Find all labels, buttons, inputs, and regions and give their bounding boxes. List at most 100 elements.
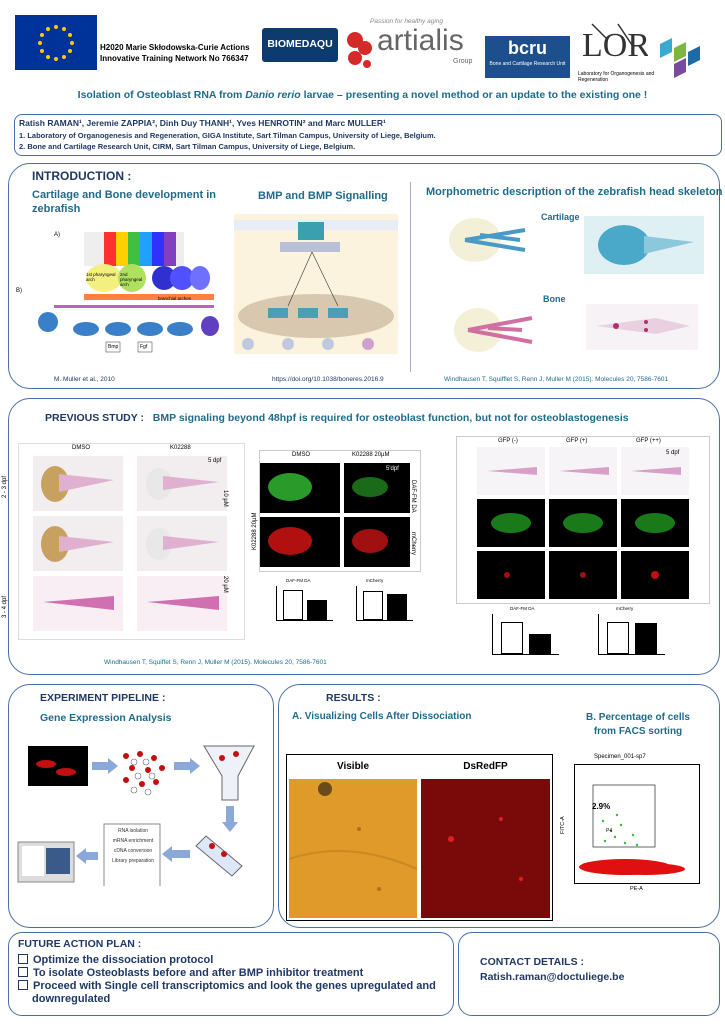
facs-ylabel: FITC-A bbox=[560, 816, 566, 834]
bcru-logo: bcru Bone and Cartilage Research Unit bbox=[485, 36, 570, 78]
affiliation-1: 1. Laboratory of Organogenesis and Regen… bbox=[19, 131, 436, 140]
dsred-image bbox=[421, 779, 550, 918]
dsred-header: DsRedFP bbox=[419, 755, 552, 777]
p3-chart-mcherry: mCherry bbox=[584, 606, 674, 664]
p2-chart-daf: DAF-FM DA bbox=[266, 578, 336, 626]
cartilage-diagram bbox=[445, 210, 535, 272]
svg-text:LOR: LOR bbox=[582, 27, 648, 64]
intro-cite1: M. Muller et al., 2010 bbox=[54, 376, 115, 383]
bone-diagram bbox=[448, 300, 540, 360]
lor-mark-icon: LOR bbox=[582, 23, 650, 64]
p2-mcherry-label: mCherry bbox=[410, 532, 416, 556]
dsred-micrograph bbox=[448, 817, 523, 881]
programme-line2: Innovative Training Network No 766347 bbox=[100, 54, 249, 63]
facs-title: Specimen_001-sp7 bbox=[594, 754, 646, 760]
p3-chart2-title: mCherry bbox=[616, 606, 634, 611]
eu-flag-logo bbox=[15, 15, 97, 70]
pipeline-step-3: cDNA conversion bbox=[113, 848, 153, 854]
biomedaqu-logo: BIOMEDAQU bbox=[262, 28, 338, 62]
visible-label: Visible bbox=[336, 761, 370, 772]
artialis-tagline: Passion for healthy aging bbox=[370, 18, 443, 25]
p1-row1-label: 2 - 3 dpf bbox=[2, 475, 8, 498]
p1-k-label: K02288 bbox=[170, 445, 191, 451]
artialis-wordmark: artialis bbox=[377, 24, 464, 57]
intro-cite3: Windhausen T, Squifflet S, Renn J, Mulle… bbox=[444, 376, 669, 383]
lor-logo: LOR Laboratory for Organogenesis and Reg… bbox=[578, 18, 658, 83]
programme-text: H2020 Marie Skłodowska-Curie Actions Inn… bbox=[100, 42, 250, 64]
contact-email[interactable]: Ratish.raman@doctuliege.be bbox=[480, 971, 625, 983]
p3-gfp2-label: GFP (+) bbox=[566, 438, 588, 444]
alizarin-panel bbox=[18, 443, 245, 640]
p1-dmso-label: DMSO bbox=[72, 445, 90, 451]
poster-title: Isolation of Osteoblast RNA from Danio r… bbox=[0, 89, 725, 101]
pipeline-step-4: Library preparation bbox=[112, 858, 154, 864]
visible-image bbox=[288, 779, 418, 918]
p2-dmso-label: DMSO bbox=[292, 452, 310, 458]
facs-axes bbox=[574, 764, 700, 884]
p2-chart1-plot bbox=[276, 586, 333, 621]
results-title: RESULTS : bbox=[326, 692, 381, 704]
previous-cite: Windhausen T, Squiffet S, Renn J, Muller… bbox=[104, 659, 327, 666]
future-item-3-cont: downregulated bbox=[32, 993, 111, 1005]
p3-chart1-bar-1 bbox=[501, 622, 523, 654]
cartilage-skeleton-drawing bbox=[449, 218, 526, 262]
fig-label-1st-arch: 1st pharyngeal arch bbox=[86, 272, 116, 282]
future-list: Optimize the dissociation protocol To is… bbox=[18, 953, 436, 1006]
facs-percentage: 2.9% bbox=[592, 802, 611, 811]
p2-chart2-title: mCherry bbox=[366, 578, 384, 583]
fluorescence-panel bbox=[259, 450, 421, 572]
checkbox-icon bbox=[18, 967, 28, 977]
authors-line: Ratish RAMAN¹, Jeremie ZAPPIA², Dinh Duy… bbox=[19, 118, 386, 128]
fig-label-2nd-arch: 2nd pharyngeal arch bbox=[120, 272, 143, 287]
p1-dpf-label: 5 dpf bbox=[208, 458, 222, 464]
previous-study-title: PREVIOUS STUDY : BMP signaling beyond 48… bbox=[45, 412, 629, 424]
dissociation-images: Visible DsRedFP bbox=[286, 754, 553, 921]
contact-title: CONTACT DETAILS : bbox=[480, 956, 585, 968]
p2-chart2-plot bbox=[356, 586, 413, 621]
future-item-2-text: To isolate Osteoblasts before and after … bbox=[33, 967, 364, 979]
results-a-label: A. Visualizing Cells After Dissociation bbox=[292, 711, 472, 722]
affiliation-2: 2. Bone and Cartilage Research Unit, CIR… bbox=[19, 142, 356, 151]
p3-chart-daf: DAF-FM DA bbox=[478, 606, 568, 664]
p2-dpf-label: 5'dpf bbox=[386, 466, 399, 472]
intro-sub1: Cartilage and Bone development in zebraf… bbox=[32, 189, 216, 215]
p1-row2-label: 3 - 4 dpf bbox=[2, 595, 8, 618]
uliege-mark-icon bbox=[660, 38, 700, 78]
p3-chart1-title: DAF-FM DA bbox=[510, 606, 535, 611]
uliege-logo bbox=[660, 38, 702, 78]
pipeline-step-1: RNA isolation bbox=[117, 828, 148, 834]
previous-title-text: BMP signaling beyond 48hpf is required f… bbox=[152, 412, 629, 424]
bmp-pathway-diagram bbox=[234, 214, 398, 354]
p2-chart1-title: DAF-FM DA bbox=[286, 578, 311, 583]
results-b-label: B. Percentage of cells from FACS sorting bbox=[586, 712, 690, 737]
intro-sub2: BMP and BMP Signalling bbox=[258, 190, 388, 202]
p3-chart1-plot bbox=[492, 614, 559, 655]
title-part1: Isolation of Osteoblast RNA from bbox=[77, 89, 246, 101]
p2-chart2-bar-2 bbox=[387, 594, 407, 620]
bone-photo bbox=[586, 304, 698, 350]
p1-conc2-label: 20 µM bbox=[222, 576, 228, 593]
checkbox-icon bbox=[18, 980, 28, 990]
authors-box: Ratish RAMAN¹, Jeremie ZAPPIA², Dinh Duy… bbox=[14, 114, 722, 156]
gfp-panel bbox=[456, 436, 710, 604]
alizarin-larvae-grid bbox=[33, 456, 227, 631]
introduction-title: INTRODUCTION : bbox=[32, 169, 132, 183]
fig-fgf-label: Fgf bbox=[140, 344, 148, 350]
title-part2: larvae – presenting a novel method or an… bbox=[300, 89, 648, 101]
biomedaqu-logo-text: BIOMEDAQU bbox=[267, 38, 333, 50]
future-item-1-text: Optimize the dissociation protocol bbox=[33, 954, 214, 966]
p3-chart2-bar-2 bbox=[635, 623, 657, 654]
pipeline-diagram bbox=[16, 736, 266, 893]
artialis-logo: Passion for healthy aging artialis Group bbox=[345, 18, 480, 73]
bone-label: Bone bbox=[543, 294, 566, 304]
p2-kside-label: K02288 20µM bbox=[252, 512, 258, 550]
previous-title-prefix: PREVIOUS STUDY : bbox=[45, 412, 144, 424]
development-figure bbox=[14, 226, 219, 364]
future-title: FUTURE ACTION PLAN : bbox=[18, 938, 142, 950]
future-item-3: Proceed with Single cell transcriptomics… bbox=[18, 980, 436, 992]
p2-daf-label: DAF-FM DA bbox=[410, 480, 416, 513]
fig-a-label: A) bbox=[54, 232, 60, 238]
bone-skeleton-drawing bbox=[454, 308, 533, 352]
future-item-3-text: Proceed with Single cell transcriptomics… bbox=[33, 980, 436, 992]
future-item-2: To isolate Osteoblasts before and after … bbox=[18, 967, 436, 979]
